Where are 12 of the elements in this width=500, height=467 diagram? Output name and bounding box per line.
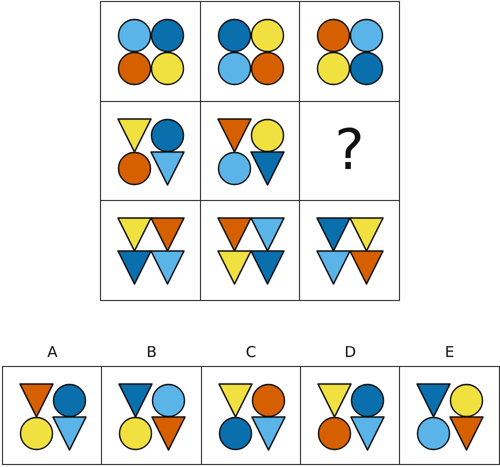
puzzle-cell — [299, 1, 400, 102]
puzzle-cell — [299, 200, 400, 301]
option-letter: D — [344, 343, 356, 361]
option-letter: A — [47, 343, 58, 361]
puzzle-cell — [200, 200, 300, 301]
puzzle-cell — [100, 1, 201, 102]
question-mark: ? — [334, 123, 366, 179]
option-letter: B — [146, 343, 157, 361]
puzzle-cell — [100, 200, 201, 301]
puzzle-cell — [299, 100, 400, 202]
option-letter: C — [246, 343, 256, 361]
option-letter: E — [444, 343, 454, 361]
